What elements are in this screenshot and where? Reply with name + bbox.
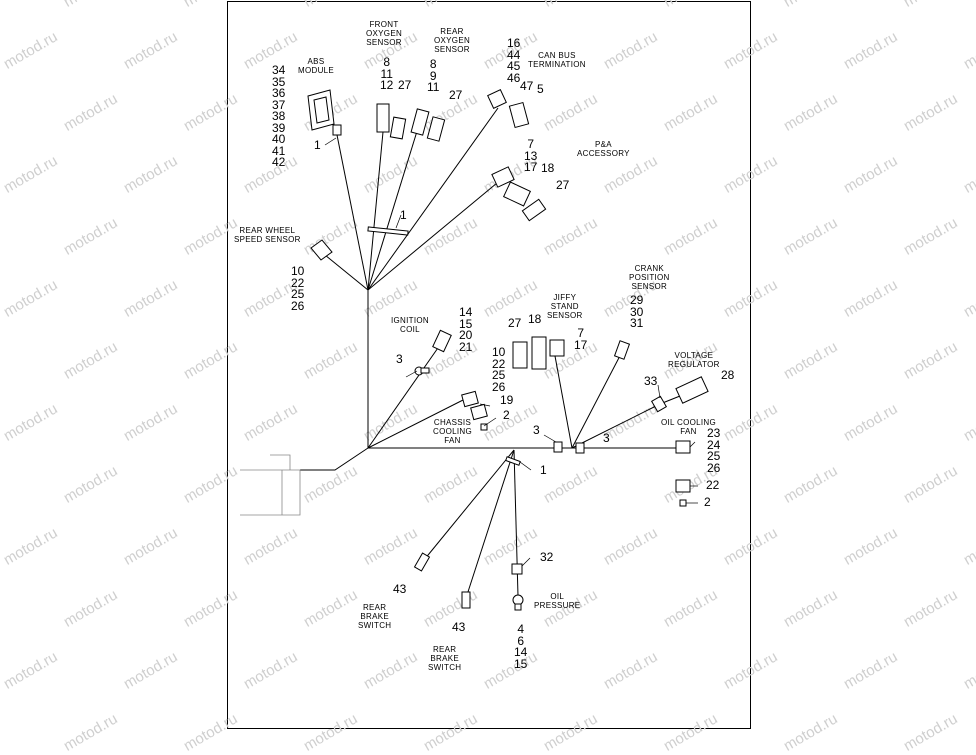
middle-callout-list: 10 22 25 26 [492,347,505,393]
jiffy-branch-wire [555,356,572,448]
oil-fan-callout-22: 22 [706,480,719,492]
rear-oxygen-callout-27: 27 [449,90,462,102]
abs-callout-1: 1 [314,140,321,152]
pa-accessory-connector [492,167,546,221]
rear-brake-1-branch-wire [424,450,514,560]
voltage-regulator-branch-wire [572,404,660,448]
cable-tie-callout-1: 1 [400,210,407,222]
jiffy-callout-27: 27 [508,318,521,330]
rear-wheel-speed-sensor-label: REAR WHEEL SPEED SENSOR [234,226,301,244]
front-oxygen-callout-27: 27 [398,80,411,92]
canbus-callout-5: 5 [537,84,544,96]
rear-brake-switch-2 [462,592,470,608]
ignition-ground-callout-3: 3 [396,354,403,366]
oil-pressure-callout-32: 32 [540,552,553,564]
abs-module-label: ABS MODULE [298,57,334,75]
front-oxygen-connector [377,104,406,139]
jiffy-stand-sensor-label: JIFFY STAND SENSOR [547,293,583,320]
jiffy-callout-18: 18 [528,314,541,326]
rear-brake-switch-label: REAR BRAKE SWITCH [358,603,391,630]
can-bus-termination-label: CAN BUS TERMINATION [528,51,586,69]
oil-pressure-label: OIL PRESSURE [534,592,580,610]
rear-wheel-callout-list: 10 22 25 26 [291,266,304,312]
voltage-regulator-callout-33: 33 [644,376,657,388]
crank-sensor-connector [615,341,630,359]
voltage-regulator-callout-28: 28 [721,370,734,382]
oil-cooling-fan-connector [676,441,690,506]
abs-callout-list: 34 35 36 37 38 39 40 41 42 [272,65,285,169]
rear-brake-switch-1 [415,553,430,571]
front-oxygen-callout-list: 8 11 12 [380,57,393,92]
clip-callout-1: 1 [540,465,547,477]
cable-tie [368,227,408,235]
ignition-coil-label: IGNITION COIL [391,316,429,334]
canbus-termination-connector [488,90,529,128]
rear-oxygen-connector [411,109,445,141]
ignition-callout-list: 14 15 20 21 [459,307,472,353]
wiring-harness-diagram [0,0,976,732]
leader-lines [325,138,698,566]
chassis-fan-callout-19: 19 [500,395,513,407]
rear-brake-1-callout-43: 43 [393,584,406,596]
abs-module-connector [308,90,341,135]
oil-pressure-callout-list: 4 6 14 15 [514,624,527,670]
chassis-cooling-fan-label: CHASSIS COOLING FAN [433,418,472,445]
ignition-branch-wire [368,345,440,448]
voltage-regulator-label: VOLTAGE REGULATOR [668,351,720,369]
rear-wheel-sensor-connector [311,240,332,260]
crank-branch-wire [572,350,623,448]
frame-stub [240,455,300,515]
pa-accessory-label: P&A ACCESSORY [577,140,630,158]
canbus-callout-47: 47 [520,81,533,93]
cable-tie [506,457,521,466]
rear-brake-2-branch-wire [466,450,514,598]
abs-branch-wire [336,130,368,290]
oil-fan-callout-2: 2 [704,497,711,509]
oil-fan-callout-list: 23 24 25 26 [707,428,720,474]
ground-callout-3: 3 [533,425,540,437]
jiffy-callout-list: 7 17 [574,328,587,351]
ignition-ground [415,367,429,375]
ignition-coil-connector [433,330,451,351]
crank-position-sensor-label: CRANK POSITION SENSOR [629,264,670,291]
voltage-regulator-connector [652,377,708,412]
chassis-fan-callout-2: 2 [503,410,510,422]
rear-brake-2-callout-43: 43 [452,622,465,634]
pa-callout-18: 18 [541,163,554,175]
front-oxygen-sensor-label: FRONT OXYGEN SENSOR [366,20,402,47]
pa-callout-27: 27 [556,180,569,192]
canbus-callout-list: 16 44 45 46 [507,38,520,84]
rear-brake-switch-label: REAR BRAKE SWITCH [428,645,461,672]
rear-oxygen-sensor-label: REAR OXYGEN SENSOR [434,27,470,54]
crank-callout-list: 29 30 31 [630,295,643,330]
ground-callout-3: 3 [603,433,610,445]
frame-connection-wire [300,448,368,470]
pa-callout-list: 7 13 17 [524,139,537,174]
rear-oxygen-callout-list: 8 9 11 [427,59,439,94]
